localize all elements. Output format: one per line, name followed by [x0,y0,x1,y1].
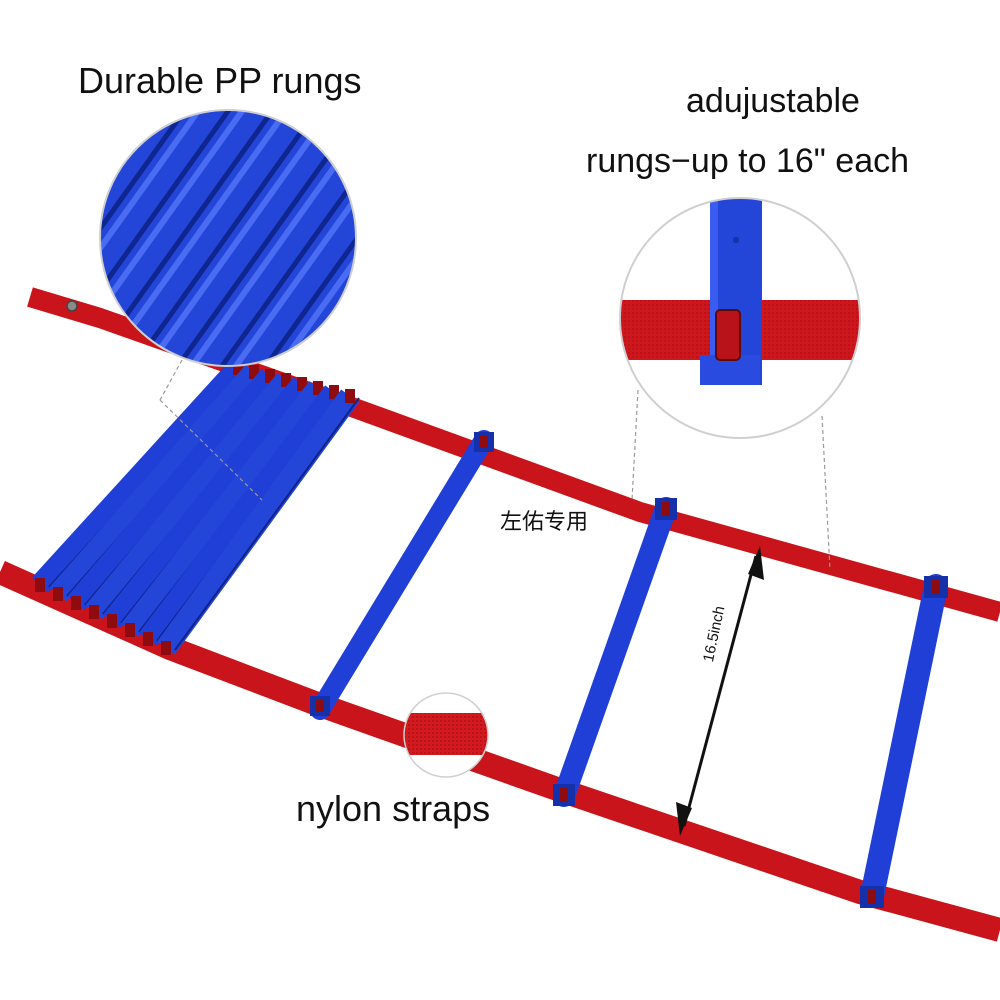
strap-buckle [281,373,291,387]
rung-highlight [100,110,209,366]
nylon-strap-top [27,287,1000,622]
stacked-rung [49,364,263,602]
rung-highlight [100,110,253,366]
rung-highlight [223,110,356,366]
leader-lines [159,359,831,571]
stacked-rung [85,372,295,620]
adjustable-label-line1: adujustable [686,82,860,120]
nylon-straps-label: nylon straps [296,788,491,829]
rung-1 [310,430,494,720]
strap-buckle [143,632,153,646]
double-arrow-icon [676,546,764,836]
strap-buckle [53,587,63,601]
strap-buckle [71,596,81,610]
rung-highlight [355,110,356,366]
strap-buckle [249,365,259,379]
rung-groove [121,110,327,366]
stacked-rung [139,385,343,646]
strap-buckle [297,377,307,391]
nylon-strap-closeup [403,692,489,778]
strap-buckle [345,389,355,403]
rung-2 [553,497,677,807]
strap-buckle [89,605,99,619]
stacked-rung [157,389,359,655]
strap-buckle [107,614,117,628]
rung-buckle-closeup [619,197,861,439]
pp-rungs-closeup [99,100,602,380]
rung-3 [860,574,948,908]
rung-groove [209,110,356,366]
stacked-rung [121,381,327,637]
stacked-rungs [31,360,360,655]
rung-highlight [402,100,602,380]
rung-highlight [135,110,341,366]
rung-groove [341,110,356,366]
strap-buckle [35,578,45,592]
rung-groove [100,110,239,366]
stacked-rung [103,377,311,628]
stacked-rung [67,368,279,611]
strap-buckle [313,381,323,395]
rung-highlight [267,110,356,366]
rung-groove [253,110,356,366]
rung-groove [388,100,588,380]
pp-rungs-label: Durable PP rungs [78,60,362,101]
strap-buckle [329,385,339,399]
strap-buckle [265,369,275,383]
adjustable-label-line2: rungs−up to 16" each [586,142,910,180]
rung-groove [100,110,195,366]
strap-buckle [233,361,243,375]
watermark-text: 左佑专用 [500,510,589,535]
stacked-rung [31,360,247,593]
strap-buckle [161,641,171,655]
strap-buckle [125,623,135,637]
stacked-rung-edge [174,397,360,651]
